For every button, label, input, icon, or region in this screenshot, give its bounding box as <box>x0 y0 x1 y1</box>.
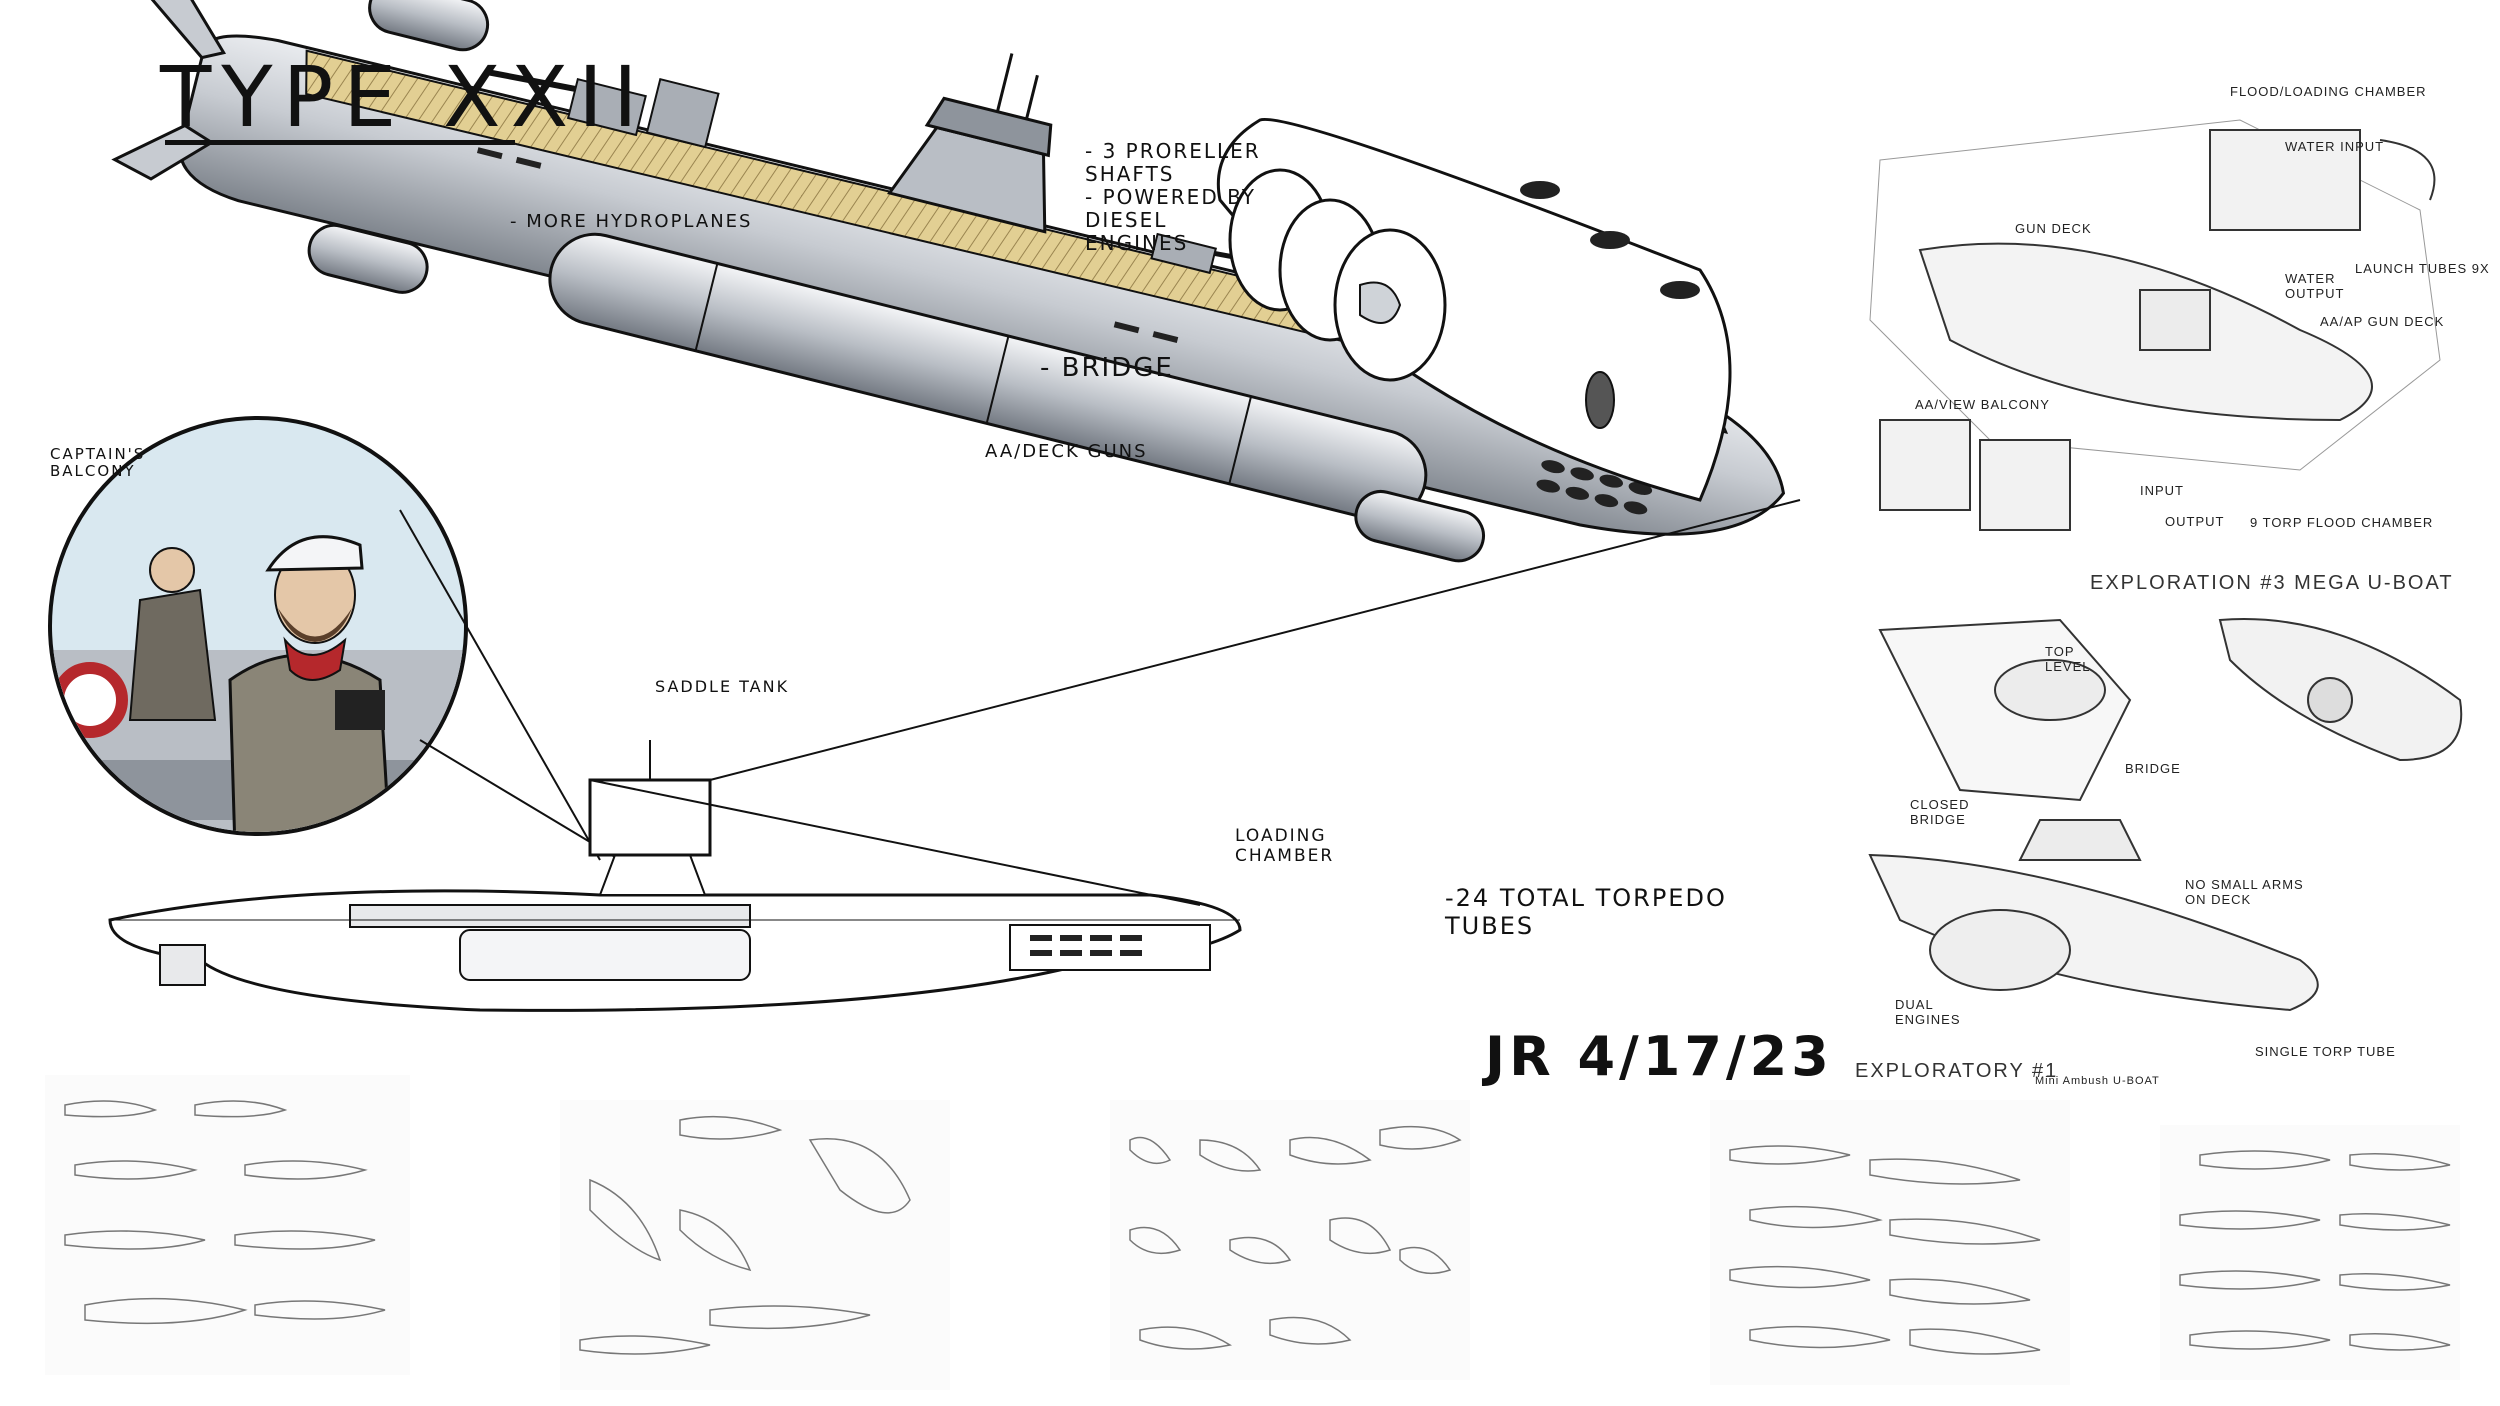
label-gun-deck: GUN DECK <box>2015 221 2092 236</box>
label-input: INPUT <box>2140 483 2184 498</box>
label-launch-tubes: LAUNCH TUBES 9X <box>2355 261 2490 276</box>
label-output: OUTPUT <box>2165 514 2225 529</box>
submarine-profile <box>108 740 1242 1012</box>
thumbnail-sketch-3 <box>1110 1100 1470 1380</box>
propeller-detail <box>1216 117 1732 502</box>
label-top-level: TOP LEVEL <box>2045 644 2091 674</box>
label-torpedo-tubes: -24 TOTAL TORPEDO TUBES <box>1445 884 1727 940</box>
label-closed-bridge: CLOSED BRIDGE <box>1910 797 1970 827</box>
label-captains-balcony: CAPTAIN'S BALCONY <box>50 445 146 481</box>
caption-exploratory-1: EXPLORATORY #1 <box>1855 1060 2059 1082</box>
label-aa-deck-guns: AA/DECK GUNS <box>985 441 1148 462</box>
thumbnail-sketch-5 <box>2160 1125 2460 1380</box>
label-water-output: WATER OUTPUT <box>2285 271 2345 301</box>
label-torp-flood-chamber: 9 TORP FLOOD CHAMBER <box>2250 515 2434 530</box>
label-hydroplanes: - MORE HYDROPLANES <box>510 211 753 232</box>
label-no-small-arms: NO SMALL ARMS ON DECK <box>2185 877 2304 907</box>
caption-exploration-3: EXPLORATION #3 MEGA U-BOAT <box>2090 572 2454 594</box>
label-dual-engines: DUAL ENGINES <box>1895 997 1961 1027</box>
title-underline <box>165 140 515 145</box>
thumbnail-sketch-4 <box>1710 1100 2070 1385</box>
captain-inset <box>48 416 468 836</box>
label-loading-chamber: LOADING CHAMBER <box>1235 826 1335 866</box>
page-title: TYPE XXII <box>160 48 648 146</box>
label-single-torp-tube: SINGLE TORP TUBE <box>2255 1044 2396 1059</box>
thumbnail-sketch-1 <box>45 1075 410 1375</box>
thumbnail-sketch-2 <box>560 1100 950 1390</box>
label-aa-ap-gun-deck: AA/AP GUN DECK <box>2320 314 2445 329</box>
label-bridge: - BRIDGE <box>1040 353 1174 383</box>
label-propeller: - 3 PRORELLER SHAFTS - POWERED BY DIESEL… <box>1085 139 1261 255</box>
artist-signature: JR 4/17/23 <box>1485 1025 1833 1088</box>
submarine-main <box>111 0 1786 563</box>
sketch-mini-ambush <box>1868 618 2463 1012</box>
label-water-input: WATER INPUT <box>2285 139 2385 154</box>
sketch-mega-uboat <box>1869 119 2441 531</box>
label-flood-loading: FLOOD/LOADING CHAMBER <box>2230 84 2427 99</box>
label-aa-view-balcony: AA/VIEW BALCONY <box>1915 397 2050 412</box>
label-bridge-sketch: BRIDGE <box>2125 761 2181 776</box>
label-saddle-tank: SADDLE TANK <box>655 677 790 696</box>
caption-mini-ambush: Mini Ambush U-BOAT <box>2035 1075 2160 1087</box>
